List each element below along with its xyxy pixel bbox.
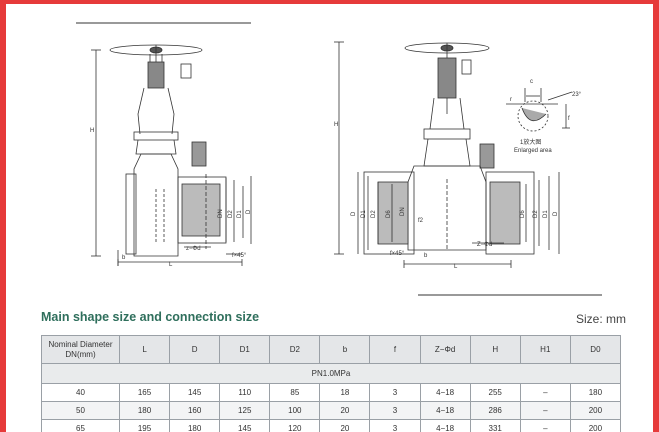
table-cell: 20: [319, 401, 371, 420]
label-f2: f2: [418, 218, 424, 224]
right-valve-drawing: [334, 41, 573, 268]
right-drawing-labels: H L b f×45° Z−Φd D D1 D2 D6 DN f2 D6 D2 …: [334, 79, 582, 270]
column-header: D2: [269, 335, 321, 364]
label-angle: 23°: [572, 92, 582, 98]
label-d6-left: D6: [386, 210, 392, 218]
section-header: Main shape size and connection size Size…: [41, 310, 626, 330]
column-header: D1: [219, 335, 271, 364]
label-h: H: [90, 128, 94, 134]
column-header: Nominal Diameter DN(mm): [41, 335, 120, 364]
column-header: b: [319, 335, 371, 364]
label-detail-r: r: [510, 97, 512, 103]
table-cell: 3: [369, 401, 421, 420]
table-cell: 200: [569, 419, 622, 432]
table-cell: 180: [118, 401, 171, 420]
pressure-rating: PN1.0MPa: [41, 363, 621, 384]
table-cell: 331: [469, 419, 521, 432]
table-cell: 3: [369, 419, 421, 432]
table-cell: –: [519, 383, 571, 402]
table-cell: –: [519, 419, 571, 432]
table-cell: 120: [269, 419, 321, 432]
table-cell: 4−18: [419, 401, 471, 420]
table-cell: 160: [169, 401, 221, 420]
table-cell: 195: [118, 419, 171, 432]
table-cell: 110: [219, 383, 271, 402]
column-header: Z−Φd: [419, 335, 471, 364]
label-dn: DN: [218, 209, 224, 218]
table-cell: 180: [169, 419, 221, 432]
left-drawing-labels: H L b f×45° z−Φd DN D2 D1 D: [90, 128, 252, 268]
label-d2: D2: [228, 210, 234, 218]
label-d2-right: D2: [533, 210, 539, 218]
table-cell: –: [519, 401, 571, 420]
label-b: b: [122, 255, 126, 261]
table-cell: 200: [569, 401, 622, 420]
column-header: H1: [519, 335, 571, 364]
label-chamfer: f×45°: [232, 253, 247, 259]
table-cell: 18: [319, 383, 371, 402]
label-d1-right: D1: [543, 210, 549, 218]
dimension-table: Nominal Diameter DN(mm) L D D1 D2 b f Z−…: [41, 335, 622, 432]
table-cell: 180: [569, 383, 622, 402]
label-chamfer-right: f×45°: [390, 251, 405, 257]
table-cell: 145: [169, 383, 221, 402]
column-header: L: [118, 335, 171, 364]
label-enlarged-cn: 1放大图: [520, 138, 541, 146]
label-d1-left-right: D1: [361, 210, 367, 218]
table-cell: 3: [369, 383, 421, 402]
table-cell: 286: [469, 401, 521, 420]
column-header: f: [369, 335, 421, 364]
table-row: 65 195 180 145 120 20 3 4−18 331 – 200: [41, 419, 622, 432]
table-cell: 145: [219, 419, 271, 432]
label-b-right: b: [424, 253, 428, 259]
table-cell: 20: [319, 419, 371, 432]
label-l-right: L: [454, 264, 458, 270]
label-dn-right: DN: [400, 207, 406, 216]
size-unit-label: Size: mm: [575, 312, 626, 326]
table-cell: 255: [469, 383, 521, 402]
table-header-row: Nominal Diameter DN(mm) L D D1 D2 b f Z−…: [41, 335, 622, 364]
table-cell: 165: [118, 383, 171, 402]
label-enlarged-en: Enlarged area: [514, 148, 552, 154]
table-cell: 125: [219, 401, 271, 420]
table-cell: 4−18: [419, 383, 471, 402]
catalog-page: H L b f×45° z−Φd DN D2 D1 D: [6, 4, 653, 432]
label-detail-c: c: [530, 79, 533, 85]
section-title: Main shape size and connection size: [41, 310, 260, 324]
label-d2-left-right: D2: [371, 210, 377, 218]
table-cell: 85: [269, 383, 321, 402]
label-z-phi-d: z−Φd: [186, 246, 201, 252]
table-cell: 40: [41, 383, 120, 402]
label-detail-f: f: [568, 116, 570, 122]
column-header: H: [469, 335, 521, 364]
table-cell: 65: [41, 419, 120, 432]
table-cell: 4−18: [419, 419, 471, 432]
label-d: D: [246, 209, 252, 214]
label-d1: D1: [237, 210, 243, 218]
column-header: D0: [569, 335, 622, 364]
label-z-phi-d-right: Z−Φd: [477, 242, 492, 248]
left-valve-drawing: [91, 44, 252, 266]
table-row: 50 180 160 125 100 20 3 4−18 286 – 200: [41, 401, 622, 420]
label-d-left-right: D: [351, 211, 357, 216]
pressure-rating-row: PN1.0MPa: [41, 363, 621, 384]
table-row: 40 165 145 110 85 18 3 4−18 255 – 180: [41, 383, 622, 402]
table-cell: 50: [41, 401, 120, 420]
valve-technical-drawings: H L b f×45° z−Φd DN D2 D1 D: [76, 22, 602, 296]
label-d6-right: D6: [520, 210, 526, 218]
label-l: L: [169, 262, 173, 268]
label-h-right: H: [334, 122, 338, 128]
label-d-right: D: [553, 211, 559, 216]
table-cell: 100: [269, 401, 321, 420]
column-header: D: [169, 335, 221, 364]
